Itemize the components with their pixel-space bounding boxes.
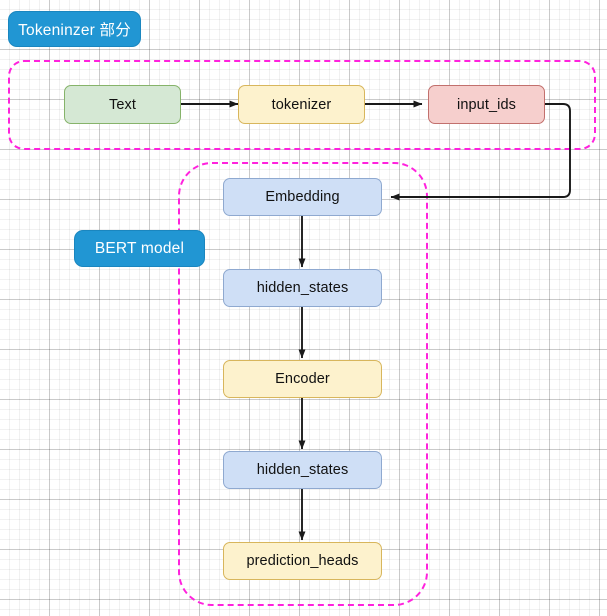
badge-tokenizer-section[interactable]: Tokeninzer 部分 [8,11,141,47]
node-text[interactable]: Text [64,85,181,124]
node-hidden-states-2[interactable]: hidden_states [223,451,382,489]
node-tokenizer[interactable]: tokenizer [238,85,365,124]
node-embedding[interactable]: Embedding [223,178,382,216]
group-tokenizer-boundary [8,60,596,150]
node-prediction-heads[interactable]: prediction_heads [223,542,382,580]
node-hidden-states-1[interactable]: hidden_states [223,269,382,307]
node-encoder[interactable]: Encoder [223,360,382,398]
badge-bert-model[interactable]: BERT model [74,230,205,267]
group-bert-boundary [178,162,428,606]
node-input-ids[interactable]: input_ids [428,85,545,124]
